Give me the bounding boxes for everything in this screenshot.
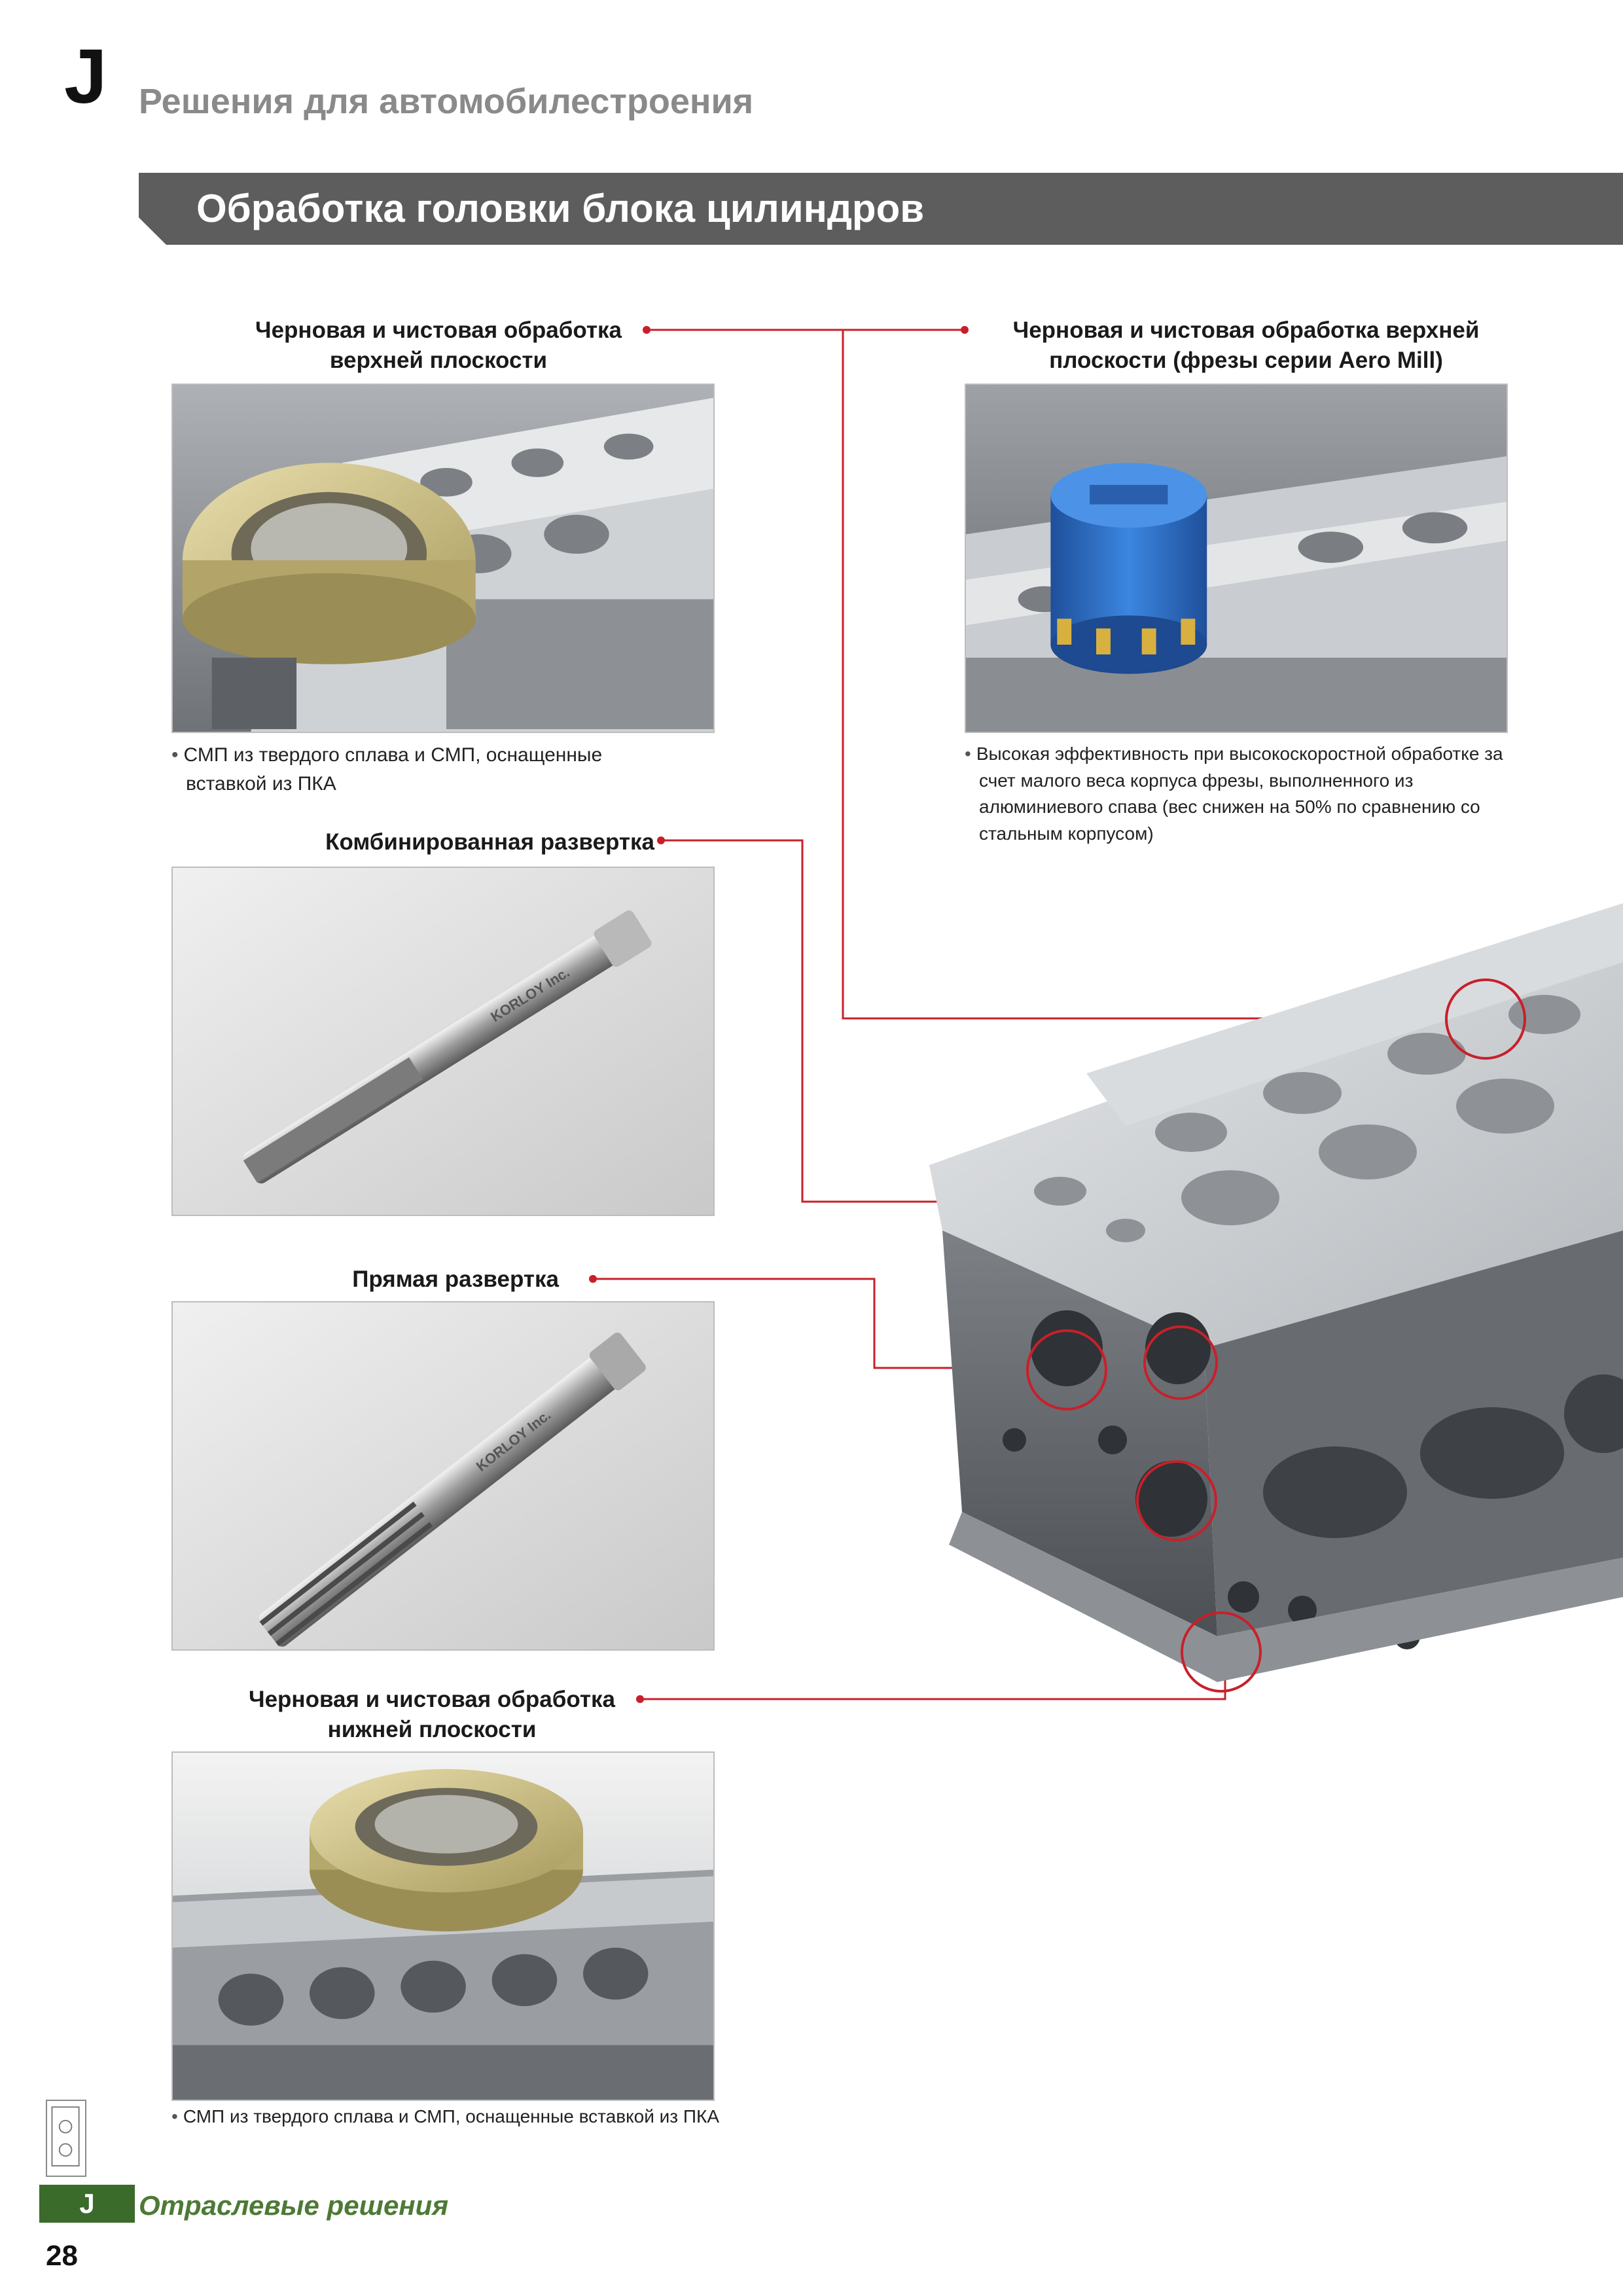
highlight-bottom-face — [1181, 1611, 1262, 1693]
image-bottom-face-milling — [171, 1751, 715, 2101]
image-aero-mill — [965, 384, 1508, 733]
caption-combo-reamer: Комбинированная развертка — [325, 829, 654, 855]
footer-label: Отраслевые решения — [139, 2190, 449, 2221]
caption-aero-mill: Черновая и чистовая обработка верхней пл… — [1012, 317, 1480, 373]
highlight-port-3 — [1136, 1460, 1217, 1541]
title-banner — [139, 173, 1623, 245]
image-straight-reamer: KORLOY Inc. — [171, 1301, 715, 1651]
caption-top-face: Черновая и чистовая обработка верхней пл… — [255, 317, 622, 373]
image-combo-reamer: KORLOY Inc. — [171, 867, 715, 1216]
section-title: Решения для автомобилестроения — [139, 82, 754, 121]
footer-section-tab: J — [39, 2185, 135, 2223]
image-cylinder-head — [851, 890, 1623, 1734]
caption-bottom-face: Черновая и чистовая обработка нижней пло… — [249, 1687, 615, 1742]
note-bottom-face: •СМП из твердого сплава и СМП, оснащенны… — [171, 2106, 720, 2126]
highlight-port-1 — [1026, 1329, 1107, 1410]
caption-straight-reamer: Прямая развертка — [352, 1266, 559, 1292]
leader-dot-4 — [589, 1275, 597, 1283]
section-letter: J — [64, 33, 107, 120]
image-top-face-milling — [171, 384, 715, 733]
page-title: Обработка головки блока цилиндров — [196, 187, 925, 230]
note-aero-mill: •Высокая эффективность при высокоскорост… — [965, 744, 1503, 844]
machine-part-icon — [46, 2100, 86, 2177]
highlight-top-face — [1445, 978, 1526, 1060]
note-top-face: •СМП из твердого сплава и СМП, оснащенны… — [171, 744, 603, 795]
page-number: 28 — [46, 2240, 78, 2272]
leader-dot-3 — [657, 836, 665, 844]
leader-dot-5 — [636, 1695, 644, 1703]
highlight-port-2 — [1143, 1325, 1218, 1400]
